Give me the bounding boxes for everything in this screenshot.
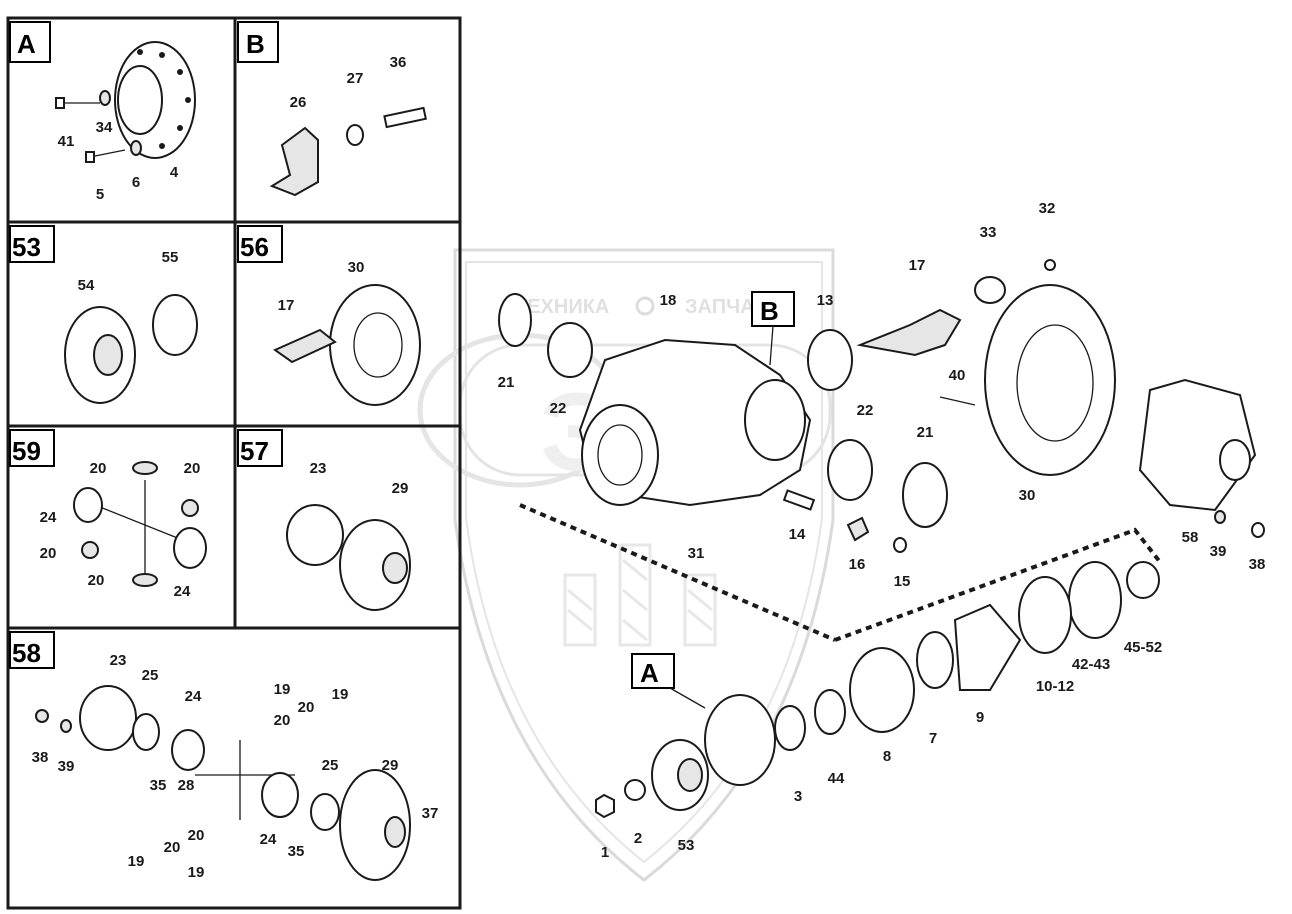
label-8: 8 bbox=[883, 748, 891, 765]
label: 36 bbox=[390, 54, 407, 71]
label-3: 3 bbox=[794, 788, 802, 805]
label: 19 bbox=[332, 686, 349, 703]
label: 54 bbox=[78, 277, 95, 294]
label: 19 bbox=[188, 864, 205, 881]
label: 4 bbox=[170, 164, 179, 181]
label: 20 bbox=[188, 827, 205, 844]
main-assembly bbox=[498, 259, 1265, 819]
label: 20 bbox=[298, 699, 315, 716]
label: 35 bbox=[288, 843, 305, 860]
label-30: 30 bbox=[1019, 487, 1036, 504]
label-10-12: 10-12 bbox=[1036, 678, 1074, 695]
label-22a: 22 bbox=[550, 400, 567, 417]
label: 23 bbox=[110, 652, 127, 669]
panel-a-title: A bbox=[17, 29, 36, 59]
label: 25 bbox=[322, 757, 339, 774]
label: 25 bbox=[142, 667, 159, 684]
panel-56-title: 56 bbox=[240, 232, 269, 262]
label-39: 39 bbox=[1210, 543, 1227, 560]
label-40: 40 bbox=[949, 367, 966, 384]
label: 24 bbox=[174, 583, 191, 600]
label-53: 53 bbox=[678, 837, 695, 854]
label-7: 7 bbox=[929, 730, 937, 747]
label: 20 bbox=[40, 545, 57, 562]
label: 20 bbox=[88, 572, 105, 589]
panel-59-title: 59 bbox=[12, 436, 41, 466]
label: 37 bbox=[422, 805, 439, 822]
label: 17 bbox=[278, 297, 295, 314]
label: 20 bbox=[90, 460, 107, 477]
label-21a: 21 bbox=[498, 374, 515, 391]
label: 24 bbox=[40, 509, 57, 526]
label-17: 17 bbox=[909, 257, 926, 274]
panel-53: 53 54 55 bbox=[9, 225, 198, 404]
label: 28 bbox=[178, 777, 195, 794]
label-58: 58 bbox=[1182, 529, 1199, 546]
callout-a-label: A bbox=[640, 658, 659, 688]
label: 30 bbox=[348, 259, 365, 276]
label: 26 bbox=[290, 94, 307, 111]
panel-59: 59 20 20 24 20 20 24 20 bbox=[9, 429, 207, 600]
label: 6 bbox=[132, 174, 140, 191]
label-13: 13 bbox=[817, 292, 834, 309]
label-1: 1 bbox=[601, 844, 609, 861]
label: 20 bbox=[184, 460, 201, 477]
label: 29 bbox=[382, 757, 399, 774]
label-15: 15 bbox=[894, 573, 911, 590]
label-22b: 22 bbox=[857, 402, 874, 419]
label-18: 18 bbox=[660, 292, 677, 309]
label: 23 bbox=[310, 460, 327, 477]
label: 19 bbox=[274, 681, 291, 698]
label-44: 44 bbox=[828, 770, 845, 787]
label-16: 16 bbox=[849, 556, 866, 573]
label: 29 bbox=[392, 480, 409, 497]
label: 5 bbox=[96, 186, 104, 203]
label: 19 bbox=[128, 853, 145, 870]
panel-58: 58 23 25 24 19 20 20 19 38 39 35 28 25 2… bbox=[9, 631, 439, 881]
label-14: 14 bbox=[789, 526, 806, 543]
callout-a: A bbox=[631, 653, 706, 709]
label-21b: 21 bbox=[917, 424, 934, 441]
label: 20 bbox=[164, 839, 181, 856]
label: 41 bbox=[58, 133, 75, 150]
label: 38 bbox=[32, 749, 49, 766]
label: 24 bbox=[260, 831, 277, 848]
panel-57-title: 57 bbox=[240, 436, 269, 466]
label-9: 9 bbox=[976, 709, 984, 726]
main-labels: 18 13 21 22 17 33 32 40 22 21 30 14 31 1… bbox=[498, 200, 1266, 861]
inset-grid bbox=[6, 16, 462, 910]
label: 20 bbox=[274, 712, 291, 729]
panel-58-title: 58 bbox=[12, 638, 41, 668]
label-33: 33 bbox=[980, 224, 997, 241]
label: 55 bbox=[162, 249, 179, 266]
callout-b-label: B bbox=[760, 296, 779, 326]
label: 35 bbox=[150, 777, 167, 794]
watermark-gear-icon bbox=[635, 296, 655, 316]
panel-53-title: 53 bbox=[12, 232, 41, 262]
label-45-52: 45-52 bbox=[1124, 639, 1162, 656]
panel-b: B 26 27 36 bbox=[237, 21, 427, 197]
panel-57: 57 23 29 bbox=[237, 429, 411, 611]
panel-a: A 41 34 4 5 6 bbox=[9, 21, 196, 203]
label-31: 31 bbox=[688, 545, 705, 562]
label: 24 bbox=[185, 688, 202, 705]
label-42-43: 42-43 bbox=[1072, 656, 1110, 673]
label: 39 bbox=[58, 758, 75, 775]
label-32: 32 bbox=[1039, 200, 1056, 217]
callout-b: B bbox=[751, 291, 795, 366]
label-2: 2 bbox=[634, 830, 642, 847]
label-38: 38 bbox=[1249, 556, 1266, 573]
watermark-text-left: ТЕХНИКА bbox=[515, 296, 609, 318]
label: 27 bbox=[347, 70, 364, 87]
label: 34 bbox=[96, 119, 113, 136]
panel-56: 56 17 30 bbox=[237, 225, 421, 406]
panel-b-title: B bbox=[246, 29, 265, 59]
